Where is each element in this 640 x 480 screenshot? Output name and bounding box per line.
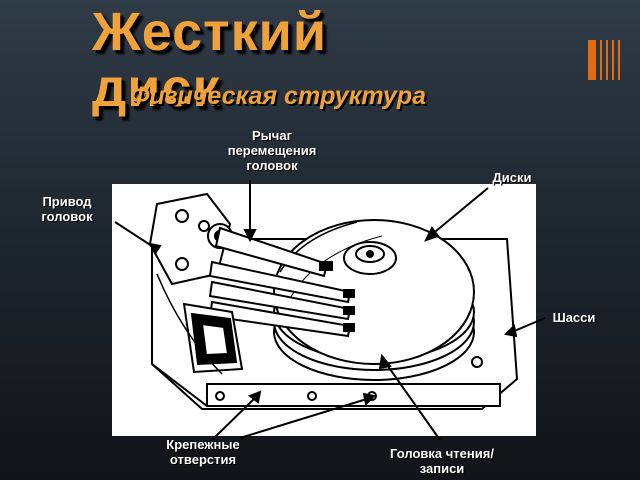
- hard-disk-drawing: [112, 184, 536, 436]
- hard-disk-illustration: [148, 192, 519, 410]
- label-mount-holes: Крепежные отверстия: [166, 437, 240, 467]
- label-head: Головка чтения/записи: [390, 446, 494, 476]
- slide-title: Жесткий диск: [92, 2, 328, 118]
- label-actuator: Привод головок: [41, 194, 93, 224]
- slide-subtitle: Физическая структура: [130, 82, 427, 110]
- label-disks: Диски: [492, 170, 532, 185]
- vertical-bars-icon: [588, 40, 628, 80]
- label-arm: Рычаг перемещения головок: [227, 128, 317, 173]
- label-chassis: Шасси: [552, 310, 596, 325]
